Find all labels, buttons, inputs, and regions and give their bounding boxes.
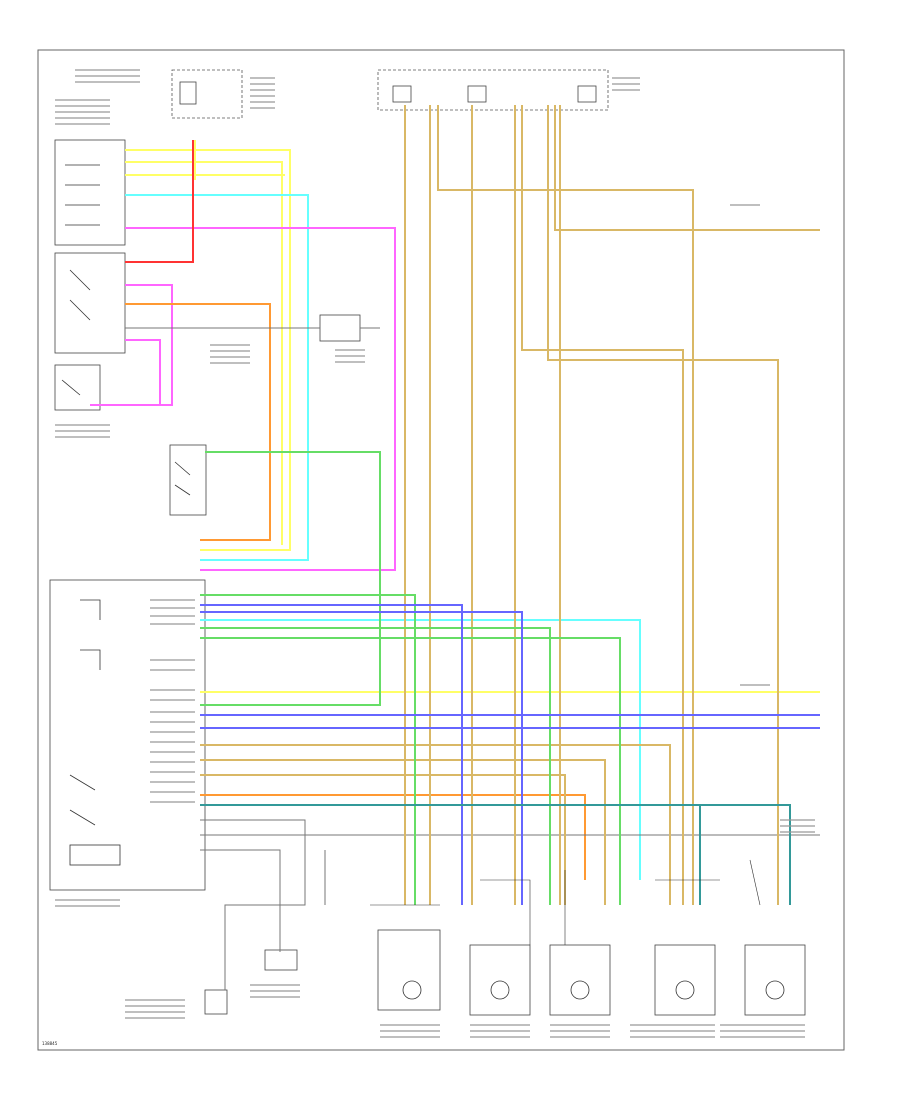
fuse-block-left [171,69,243,119]
wire-orange [125,303,586,880]
actuator-box-4 [654,944,716,1016]
wire-cyan [125,194,641,880]
diagram-footer-id: 138845 [42,1041,58,1046]
actuator-box-2 [469,944,531,1016]
actuator-motor-1 [402,980,422,1000]
ground-connector-left [204,989,228,1015]
wire-magenta [90,227,396,571]
fuse-block-right [377,69,609,111]
component-label-marks [55,69,815,1038]
switch-assembly-mid [54,252,126,354]
sensor-box [54,364,101,411]
wire-green [200,451,621,905]
wire-gray [125,327,820,990]
connector-c1 [319,314,361,342]
fuse-right-3 [577,85,597,103]
ground-connector-mid [264,949,298,971]
wire-tan [200,105,820,905]
control-box-top [169,444,207,516]
actuator-motor-2 [490,980,510,1000]
diagram-frame [37,49,845,1051]
actuator-motor-3 [570,980,590,1000]
fuse-right-2 [467,85,487,103]
actuator-box-5 [744,944,806,1016]
actuator-box-1 [377,929,441,1011]
switch-assembly-top [54,139,126,246]
wire-red [125,140,194,263]
actuator-box-3 [549,944,611,1016]
control-module [49,579,206,891]
switch-symbols [61,164,191,866]
actuator-motor-4 [675,980,695,1000]
wire-blue [200,604,820,905]
wire-yellow [125,140,820,693]
wire-teal [200,804,791,905]
actuator-motor-5 [765,980,785,1000]
actuator-leads [370,859,761,945]
fuse-right-1 [392,85,412,103]
fuse-block-left-fuse [179,81,197,105]
